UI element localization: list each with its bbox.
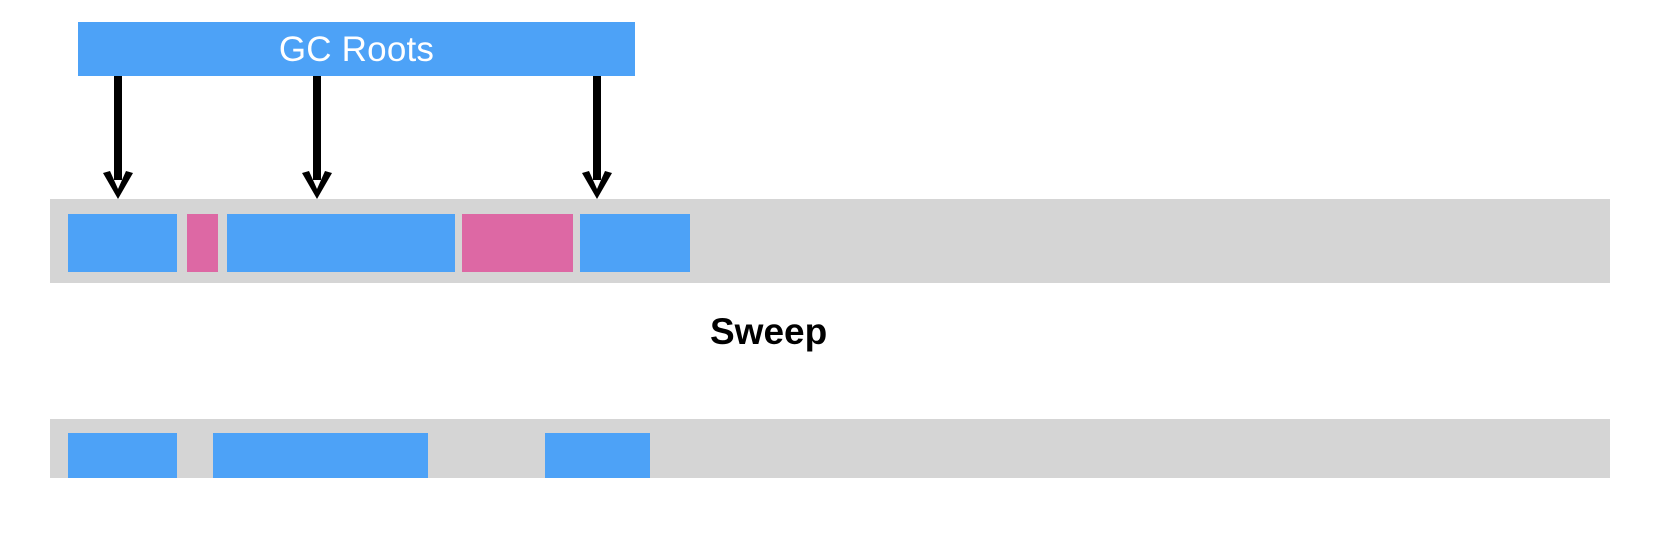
heap-block-live: [213, 433, 428, 478]
heap-block-garbage: [462, 214, 573, 272]
heap-block-live: [68, 214, 177, 272]
heap-block-live: [227, 214, 455, 272]
root-reference-3-arrow: [582, 76, 612, 199]
heap-block-live: [580, 214, 690, 272]
heap-after-sweep: [50, 419, 1610, 478]
heap-before-sweep: [50, 199, 1610, 283]
heap-block-garbage: [187, 214, 218, 272]
phase-label-sweep: Sweep: [710, 311, 828, 352]
root-reference-2-arrow: [302, 76, 332, 199]
root-reference-1-arrow: [103, 76, 133, 199]
heap-block-live: [68, 433, 177, 478]
heap-block-live: [545, 433, 650, 478]
gc-roots-label: GC Roots: [278, 29, 435, 69]
gc-roots-box: GC Roots: [78, 22, 635, 76]
